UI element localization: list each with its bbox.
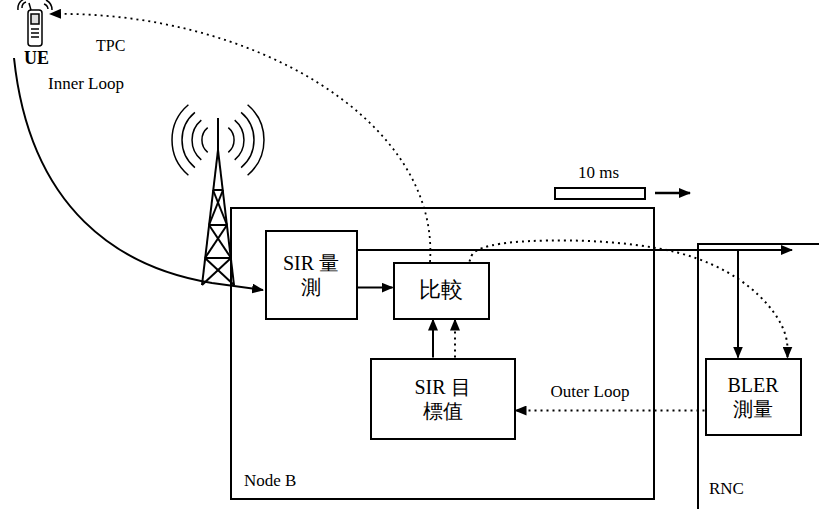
inner-loop-path <box>14 58 263 290</box>
process-box: SIR 目標值 <box>370 358 516 440</box>
signal-connector <box>358 287 393 289</box>
process-box: BLER 測量 <box>705 358 802 436</box>
node-b-box: Node B SIR 量測比較 SIR 目標值 <box>230 207 655 500</box>
dotted-connector <box>516 410 705 412</box>
box-text: SIR 目標值 <box>405 375 481 423</box>
frame-arrow <box>655 192 690 195</box>
loop-label: Outer Loop <box>549 382 632 402</box>
box-text: 比較 <box>401 277 481 303</box>
box-text: BLER 測量 <box>722 373 784 421</box>
dotted-connector <box>454 320 456 358</box>
process-box: SIR 量測 <box>265 230 358 320</box>
signal-connector <box>358 250 739 358</box>
box-title: RNC <box>709 479 744 499</box>
loop-label: Inner Loop <box>48 74 124 94</box>
tpc-path <box>50 14 430 262</box>
box-title: Node B <box>244 471 296 491</box>
signal-connector <box>432 320 434 358</box>
box-text: SIR 量測 <box>281 251 341 299</box>
signal-label: TPC <box>96 36 125 55</box>
process-box: 比較 <box>393 262 490 320</box>
frame-block <box>555 188 645 199</box>
device-label: UE <box>24 48 49 70</box>
radio-waves <box>172 105 264 175</box>
ue-phone <box>18 0 52 46</box>
output-arrow <box>738 249 792 251</box>
duration-label: 10 ms <box>578 163 619 183</box>
dotted-connector <box>470 240 788 357</box>
rnc-box: RNC BLER 測量 <box>697 243 819 509</box>
